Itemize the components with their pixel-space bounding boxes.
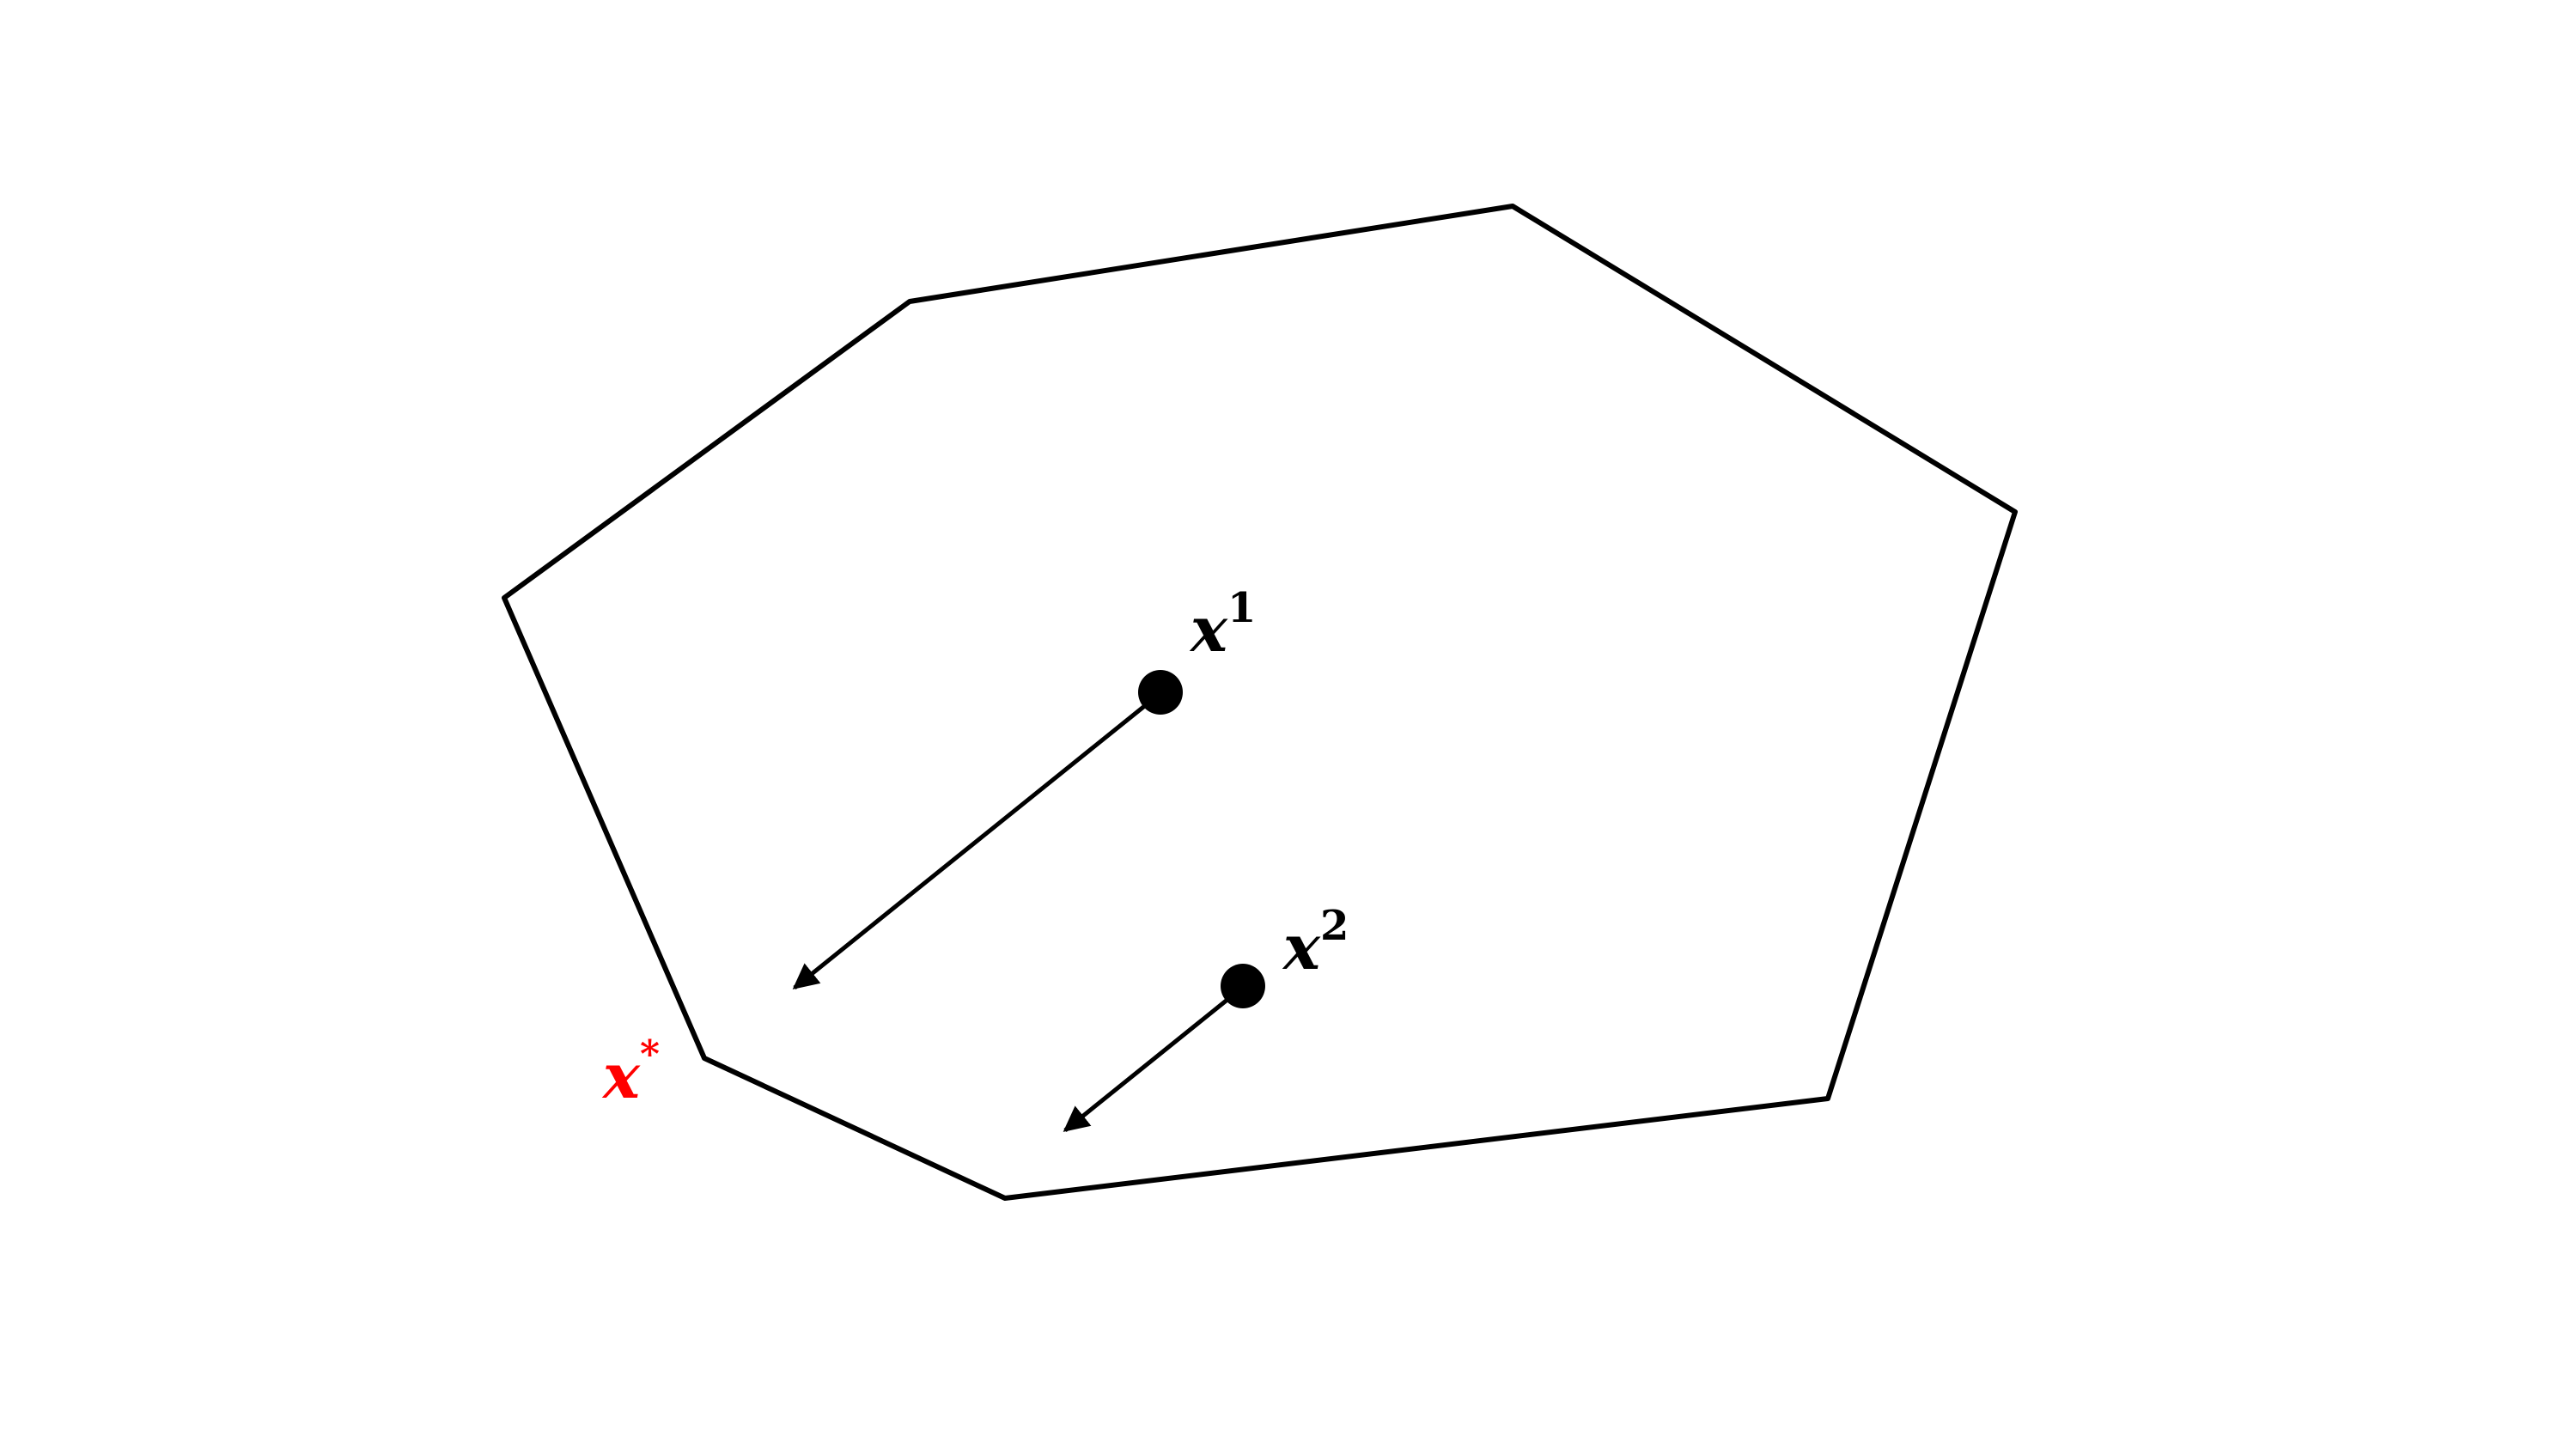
label-x1: x1 <box>1189 584 1256 666</box>
point-x1 <box>1138 670 1183 715</box>
label-x1-base: x <box>1189 593 1228 666</box>
label-x-star: x* <box>601 1032 660 1112</box>
label-x2-sup: 2 <box>1320 902 1349 950</box>
feasible-polygon <box>502 204 2018 1201</box>
direction-arrow-1 <box>792 703 1148 989</box>
label-x1-sup: 1 <box>1227 584 1256 632</box>
label-x-star-sup: * <box>640 1032 660 1076</box>
label-x2-base: x <box>1282 910 1321 983</box>
label-x2: x2 <box>1282 902 1349 983</box>
point-x2 <box>1221 964 1265 1008</box>
direction-arrow-2 <box>1063 997 1230 1132</box>
label-x-star-base: x <box>601 1039 641 1112</box>
